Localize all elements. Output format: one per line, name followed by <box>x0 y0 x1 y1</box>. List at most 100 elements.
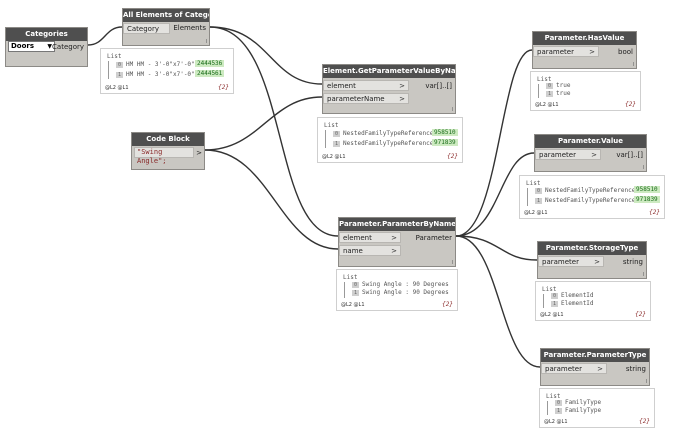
has-value-node[interactable]: Parameter.HasValue parameter> bool l <box>532 31 637 69</box>
input-port-parameter[interactable]: parameter> <box>533 46 599 57</box>
lacing-indicator: l <box>205 39 207 45</box>
list-tree-line <box>543 294 544 308</box>
input-port-element[interactable]: element> <box>339 232 401 243</box>
wire-code-to-get-param <box>204 96 323 151</box>
item-text: ElementId <box>561 300 594 307</box>
item-text: true <box>556 82 571 89</box>
list-count: {2} <box>635 311 646 318</box>
output-port-string[interactable]: string <box>625 365 646 373</box>
list-levels: @L2 @L1 <box>524 210 548 216</box>
output-port-parameter[interactable]: Parameter <box>415 234 452 242</box>
list-label: List <box>324 122 339 129</box>
element-id[interactable]: 958510 <box>432 129 458 136</box>
element-id[interactable]: 958510 <box>634 186 660 193</box>
chevron-down-icon[interactable]: ▼ <box>47 43 52 50</box>
input-port-parametername[interactable]: parameterName> <box>323 93 409 104</box>
output-port-elements[interactable]: Elements <box>173 24 206 32</box>
chevron-right-icon: > <box>399 95 405 103</box>
item-index: 0 <box>535 188 543 194</box>
element-id[interactable]: 2444561 <box>195 70 225 77</box>
list-count: {2} <box>442 301 453 308</box>
port-label: name <box>343 247 363 255</box>
chevron-right-icon: > <box>391 234 397 242</box>
node-title: Parameter.Value <box>535 135 646 148</box>
dropdown-value: Doors <box>11 42 35 50</box>
wire-code-to-param-by-name <box>204 149 339 250</box>
element-id[interactable]: 971839 <box>432 139 458 146</box>
chevron-right-icon: > <box>391 247 397 255</box>
input-port-parameter[interactable]: parameter > <box>538 256 604 267</box>
wire-categories-to-all-elements <box>87 26 123 46</box>
chevron-right-icon: > <box>594 258 600 266</box>
item-text: Swing Angle : 90 Degrees <box>362 289 449 296</box>
element-id[interactable]: 2444536 <box>195 60 225 67</box>
port-label: parameter <box>542 258 579 266</box>
storage-type-node[interactable]: Parameter.StorageType parameter> string … <box>537 241 647 279</box>
list-count: {2} <box>447 153 458 160</box>
list-tree-line <box>344 282 345 298</box>
input-port-parameter[interactable]: parameter> <box>535 149 601 160</box>
output-port-code[interactable]: > <box>196 149 202 157</box>
output-port-var[interactable]: var[]..[] <box>425 82 452 90</box>
item-index: 0 <box>352 282 360 288</box>
item-text: ElementId <box>561 292 594 299</box>
value-node[interactable]: Parameter.Value parameter> var[]..[] l <box>534 134 647 172</box>
code-editor[interactable]: "Swing Angle"; <box>134 147 194 165</box>
list-label: List <box>526 180 541 187</box>
list-levels: @L2 @L1 <box>535 102 559 108</box>
node-title: All Elements of Category <box>123 9 209 22</box>
port-label: parameter <box>545 365 582 373</box>
item-index: 1 <box>333 141 341 147</box>
code-block-node[interactable]: Code Block "Swing Angle"; > <box>131 132 205 170</box>
list-tree-line <box>527 188 528 206</box>
chevron-right-icon: > <box>597 365 603 373</box>
item-index: 0 <box>116 62 124 68</box>
node-title: Parameter.ParameterType <box>541 349 649 362</box>
list-count: {2} <box>625 101 636 108</box>
output-port-bool[interactable]: bool <box>618 48 633 56</box>
input-port-name[interactable]: name > <box>339 245 401 256</box>
parameter-by-name-node[interactable]: Parameter.ParameterByName element> name >… <box>338 217 456 267</box>
element-id[interactable]: 971839 <box>634 196 660 203</box>
categories-node[interactable]: Categories Doors ▼ Category <box>5 27 88 67</box>
list-count: {2} <box>639 418 650 425</box>
output-port-var[interactable]: var[]..[] <box>616 151 643 159</box>
item-text: true <box>556 90 571 97</box>
input-port-parameter[interactable]: parameter > <box>541 363 607 374</box>
input-port-category[interactable]: Category <box>123 23 170 34</box>
all-elements-node[interactable]: All Elements of Category Category Elemen… <box>122 8 210 46</box>
item-index: 0 <box>333 131 341 137</box>
item-text: FamilyType <box>565 399 602 406</box>
chevron-right-icon: > <box>589 48 595 56</box>
input-port-element[interactable]: element> <box>323 80 409 91</box>
port-label: parameter <box>539 151 576 159</box>
node-title: Parameter.ParameterByName <box>339 218 455 231</box>
lacing-indicator: l <box>645 379 647 385</box>
node-title: Categories <box>6 28 87 41</box>
item-text: NestedFamilyTypeReference <box>545 197 636 204</box>
get-parameter-value-node[interactable]: Element.GetParameterValueByName element>… <box>322 64 456 114</box>
node-title: Parameter.StorageType <box>538 242 646 255</box>
list-count: {2} <box>218 84 229 91</box>
output-port-string[interactable]: string <box>622 258 643 266</box>
item-text: HM HM - 3'-0"x7'-0" <box>126 71 195 78</box>
item-index: 0 <box>555 400 563 406</box>
parameter-type-node[interactable]: Parameter.ParameterType parameter > strin… <box>540 348 650 386</box>
item-index: 1 <box>546 91 554 97</box>
list-levels: @L2 @L1 <box>540 312 564 318</box>
wire-param-to-parameter-type <box>455 235 541 368</box>
chevron-right-icon: > <box>399 82 405 90</box>
category-dropdown[interactable]: Doors ▼ <box>8 41 55 52</box>
output-port-category[interactable]: Category <box>52 43 84 51</box>
list-label: List <box>542 286 557 293</box>
